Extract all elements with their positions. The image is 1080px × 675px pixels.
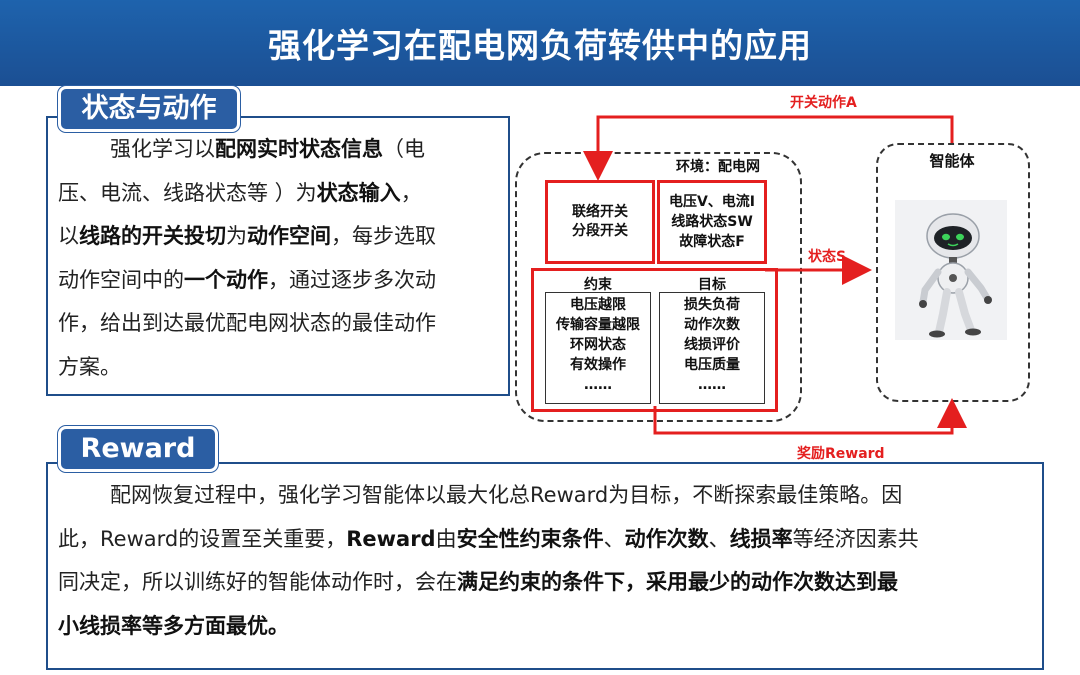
text-line: 强化学习以配网实时状态信息（电 xyxy=(58,128,503,172)
body-text: 为 xyxy=(226,224,247,248)
objective-item: 电压质量 xyxy=(660,355,764,375)
body-text: ，通过逐步多次动 xyxy=(268,268,436,292)
state-action-tab: 状态与动作 xyxy=(58,86,240,132)
body-text: 由 xyxy=(436,527,457,551)
state-fault-status: 故障状态F xyxy=(660,232,764,252)
state-label: 状态S xyxy=(808,246,846,266)
constraint-item: …… xyxy=(546,375,650,395)
body-text: 以 xyxy=(58,224,79,248)
text-line: 动作空间中的一个动作，通过逐步多次动 xyxy=(58,259,503,303)
objective-item: 损失负荷 xyxy=(660,295,764,315)
emphasis-text: 配网实时状态信息 xyxy=(215,137,383,161)
body-text: 此，Reward的设置至关重要， xyxy=(58,527,346,551)
emphasis-text: Reward xyxy=(346,527,435,551)
emphasis-text: 动作次数 xyxy=(625,527,709,551)
state-action-text: 强化学习以配网实时状态信息（电压、电流、线路状态等 ）为状态输入，以线路的开关投… xyxy=(58,128,503,389)
objective-heading: 目标 xyxy=(662,274,762,294)
body-text: 、 xyxy=(604,527,625,551)
emphasis-text: 线路的开关投切 xyxy=(79,224,226,248)
body-text: ， xyxy=(401,181,422,205)
constraint-item: 环网状态 xyxy=(546,335,650,355)
text-line: 同决定，所以训练好的智能体动作时，会在满足约束的条件下，采用最少的动作次数达到最 xyxy=(58,561,1038,605)
body-text: （电 xyxy=(383,137,425,161)
body-text: ，每步选取 xyxy=(331,224,436,248)
body-text: 压、电流、线路状态等 ）为 xyxy=(58,181,317,205)
reward-label: 奖励Reward xyxy=(797,443,885,463)
text-line: 此，Reward的设置至关重要，Reward由安全性约束条件、动作次数、线损率等… xyxy=(58,518,1038,562)
emphasis-text: 小线损率等多方面最优。 xyxy=(58,614,289,638)
constraint-item: 传输容量越限 xyxy=(546,315,650,335)
state-voltage-current: 电压V、电流I xyxy=(660,192,764,212)
constraint-heading: 约束 xyxy=(548,274,648,294)
switch-section-label: 分段开关 xyxy=(548,222,652,241)
emphasis-text: 状态输入 xyxy=(317,181,401,205)
body-text: 配网恢复过程中，强化学习智能体以最大化总Reward为目标，不断探索最佳策略。因 xyxy=(110,483,902,507)
body-text: 作，给出到达最优配电网状态的最佳动作 xyxy=(58,311,436,335)
body-text: 、 xyxy=(709,527,730,551)
text-line: 配网恢复过程中，强化学习智能体以最大化总Reward为目标，不断探索最佳策略。因 xyxy=(58,474,1038,518)
objective-item: 动作次数 xyxy=(660,315,764,335)
switch-box: 联络开关 分段开关 xyxy=(545,180,655,264)
objective-item: …… xyxy=(660,375,764,395)
emphasis-text: 一个动作 xyxy=(184,268,268,292)
agent-label: 智能体 xyxy=(876,150,1028,171)
state-box: 电压V、电流I 线路状态SW 故障状态F xyxy=(657,180,767,264)
constraint-item: 有效操作 xyxy=(546,355,650,375)
text-line: 压、电流、线路状态等 ）为状态输入， xyxy=(58,172,503,216)
body-text: 动作空间中的 xyxy=(58,268,184,292)
objective-list: 损失负荷 动作次数 线损评价 电压质量 …… xyxy=(659,292,765,404)
body-text: 同决定，所以训练好的智能体动作时，会在 xyxy=(58,570,457,594)
body-text: 强化学习以 xyxy=(110,137,215,161)
emphasis-text: 动作空间 xyxy=(247,224,331,248)
state-line-status: 线路状态SW xyxy=(660,212,764,232)
text-line: 以线路的开关投切为动作空间，每步选取 xyxy=(58,215,503,259)
switch-tie-label: 联络开关 xyxy=(548,203,652,222)
text-line: 小线损率等多方面最优。 xyxy=(58,605,1038,649)
title-bar: 强化学习在配电网负荷转供中的应用 xyxy=(0,0,1080,86)
emphasis-text: 线损率 xyxy=(730,527,793,551)
body-text: 等经济因素共 xyxy=(793,527,919,551)
robot-icon xyxy=(895,200,1007,340)
constraint-item: 电压越限 xyxy=(546,295,650,315)
environment-label: 环境：配电网 xyxy=(676,156,760,176)
constraint-list: 电压越限 传输容量越限 环网状态 有效操作 …… xyxy=(545,292,651,404)
text-line: 方案。 xyxy=(58,346,503,390)
reward-text: 配网恢复过程中，强化学习智能体以最大化总Reward为目标，不断探索最佳策略。因… xyxy=(58,474,1038,648)
text-line: 作，给出到达最优配电网状态的最佳动作 xyxy=(58,302,503,346)
reward-tab: Reward xyxy=(58,426,218,472)
body-text: 方案。 xyxy=(58,355,121,379)
objective-item: 线损评价 xyxy=(660,335,764,355)
action-label: 开关动作A xyxy=(790,92,857,112)
page-title: 强化学习在配电网负荷转供中的应用 xyxy=(268,19,812,67)
emphasis-text: 满足约束的条件下，采用最少的动作次数达到最 xyxy=(457,570,898,594)
emphasis-text: 安全性约束条件 xyxy=(457,527,604,551)
